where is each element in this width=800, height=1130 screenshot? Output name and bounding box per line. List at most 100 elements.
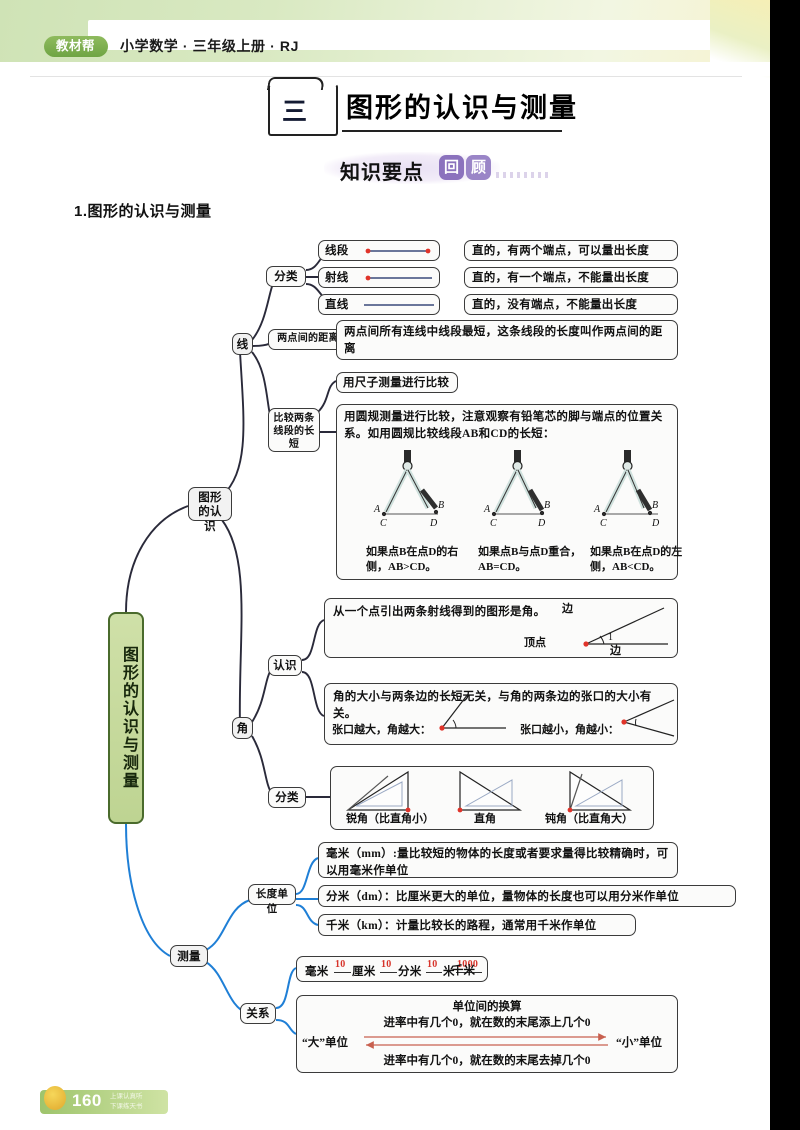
length-unit-mm: 毫米（mm）:量比较短的物体的长度或者要求量得比较精确时，可以用毫米作单位 (318, 842, 678, 878)
subtitle-block: 知识要点 回 顾 (296, 152, 548, 185)
angle-definition-text: 从一个点引出两条射线得到的图形是角。 (333, 606, 546, 618)
unit-chain-line-3 (456, 972, 482, 974)
svg-text:D: D (651, 518, 660, 529)
svg-text:B: B (438, 500, 444, 511)
unit-chain-line-0 (334, 972, 351, 974)
header-bottom-strip (0, 62, 770, 76)
publisher-badge: 教材帮 (44, 36, 109, 57)
angle-types-diagrams (345, 770, 633, 813)
subtitle-text: 知识要点 (340, 156, 424, 185)
footer-slogan-line-2: 下课练天书 (110, 1103, 143, 1111)
unit-chain-line-2 (426, 972, 442, 974)
angle-side-label-top: 边 (562, 603, 573, 615)
compass-caption-1: 如果点B与点D重合，AB=CD。 (478, 546, 582, 573)
angle-definition-box: 从一个点引出两条射线得到的图形是角。 (324, 598, 678, 658)
page-title: 图形的认识与测量 (346, 93, 578, 123)
svg-text:C: C (380, 518, 387, 529)
unit-chain-unit-0: 毫米 (305, 966, 329, 978)
compass-caption-0: 如果点B在点D的右侧，AB>CD。 (366, 546, 459, 573)
conversion-rule-top: 进率中有几个0，就在数的末尾添上几个0 (383, 1017, 591, 1029)
line-type-desc-1: 直的，有一个端点，不能量出长度 (464, 267, 678, 288)
unit-chain-factor-0: 10 (335, 959, 346, 970)
ray-diagram (365, 275, 432, 281)
unit-chain-factor-1: 10 (381, 959, 392, 970)
conversion-box (296, 995, 678, 1073)
svg-text:B: B (544, 500, 550, 511)
mindmap-node-angle[interactable]: 角 (232, 717, 253, 739)
angle-size-box: 角的大小与两条边的长短无关，与角的两条边的张口的大小有关。 (324, 683, 678, 745)
narrow-angle-diagram (621, 699, 675, 737)
chapter-number: 三 (282, 98, 308, 126)
line-type-desc-0: 直的，有两个端点，可以量出长度 (464, 240, 678, 261)
mindmap-node-line-classify[interactable]: 分类 (266, 266, 306, 287)
conversion-left-label: “大”单位 (302, 1037, 348, 1049)
unit-chain-unit-1: 厘米 (352, 966, 376, 978)
unit-chain-box: 毫米 10 厘米 10 分米 10 米 1000 (296, 956, 488, 982)
section-heading: 1.图形的认识与测量 (74, 203, 212, 220)
svg-text:A: A (373, 504, 381, 515)
angle-type-label-0: 锐角（比直角小） (346, 813, 434, 825)
mindmap-branch-measure[interactable]: 测量 (170, 945, 208, 967)
svg-text:C: C (600, 518, 607, 529)
compass-method-text: 用圆规测量进行比较，注意观察有铅笔芯的脚与端点的位置关系。如用圆规比较线段AB和… (344, 411, 663, 440)
conversion-right-label: “小”单位 (616, 1037, 662, 1049)
angle-type-label-2: 钝角（比直角大） (545, 813, 633, 825)
mindmap-node-compare[interactable]: 比较两条线段的长短 (268, 408, 320, 452)
angle-definition-diagram: 1 (583, 607, 668, 647)
header-rule (30, 76, 742, 77)
svg-text:A: A (483, 504, 491, 515)
chapter-title-block: 三 图形的认识与测量 (268, 84, 576, 136)
subtitle-main: 知识要点 (340, 162, 424, 184)
angle-side-label-bottom: 边 (610, 645, 621, 657)
title-underline (342, 130, 562, 132)
angle-size-text: 角的大小与两条边的长短无关，与角的两条边的张口的大小有关。 (333, 691, 652, 720)
conversion-arrows (364, 1033, 608, 1049)
line-type-label-0: 线段 (325, 245, 349, 257)
svg-text:C: C (490, 518, 497, 529)
angle-size-small-label: 张口越小，角越小： (520, 724, 619, 736)
angle-vertex-label: 顶点 (524, 637, 546, 649)
compass-caption-2: 如果点B在点D的左侧，AB<CD。 (590, 546, 683, 573)
footer-slogan-line-1: 上课认真听 (110, 1093, 143, 1100)
length-unit-km: 千米（km）：计量比较长的路程，通常用千米作单位 (318, 914, 636, 936)
unit-chain-unit-3: 米 (443, 966, 455, 978)
svg-text:D: D (537, 518, 546, 529)
subtitle-chip-1: 回 (439, 155, 464, 180)
length-unit-dm: 分米（dm）：比厘米更大的单位，量物体的长度也可以用分米作单位 (318, 885, 736, 907)
subtitle-dots (496, 172, 548, 178)
mindmap-node-line[interactable]: 线 (232, 333, 253, 355)
wide-angle-diagram (439, 694, 506, 731)
distance-description: 两点间所有连线中线段最短，这条线段的长度叫作两点间的距离 (336, 320, 678, 360)
mindmap-node-angle-classify[interactable]: 分类 (268, 787, 306, 808)
mindmap-node-relation[interactable]: 关系 (240, 1003, 276, 1024)
angle-size-big-label: 张口越大，角越大： (332, 724, 431, 736)
unit-chain-unit-2: 分米 (398, 966, 422, 978)
mindmap-node-angle-know[interactable]: 认识 (268, 655, 302, 676)
conversion-title: 单位间的换算 (452, 1001, 522, 1013)
mindmap: 图形的认识与测量 图形的认识 测量 线 角 分类 两点间的距离 比较两条线段的长… (108, 240, 736, 1073)
conversion-rule-bottom: 进率中有几个0，就在数的末尾去掉几个0 (383, 1055, 591, 1067)
unit-chain-unit-4: 千米 (452, 965, 475, 977)
mindmap-root[interactable]: 图形的认识与测量 (108, 612, 144, 824)
segment-diagram (365, 248, 431, 254)
unit-chain-factor-2: 10 (427, 959, 438, 970)
line-type-desc-2: 直的，没有端点，不能量出长度 (464, 294, 678, 315)
line-type-label-2: 直线 (325, 299, 349, 311)
subtitle-chip-2: 顾 (466, 155, 491, 180)
angle-type-label-1: 直角 (474, 813, 496, 825)
svg-text:B: B (652, 500, 658, 511)
mindmap-branch-recognition[interactable]: 图形的认识 (188, 487, 232, 533)
svg-text:A: A (593, 504, 601, 515)
line-type-label-1: 射线 (325, 272, 349, 284)
straight-line-diagram (364, 304, 434, 306)
mascot-icon (44, 1086, 66, 1110)
header-subject-line: 小学数学 · 三年级上册 · RJ (120, 38, 299, 54)
compare-ruler-method: 用尺子测量进行比较 (336, 372, 458, 393)
footer-slogan: 上课认真听 下课练天书 (110, 1092, 143, 1112)
header-white-strip (88, 20, 748, 50)
page-number: 160 (72, 1091, 102, 1110)
svg-text:D: D (429, 518, 438, 529)
mindmap-node-length-unit[interactable]: 长度单位 (248, 884, 296, 915)
compass-illustrations: A B C D A B C (373, 450, 660, 529)
